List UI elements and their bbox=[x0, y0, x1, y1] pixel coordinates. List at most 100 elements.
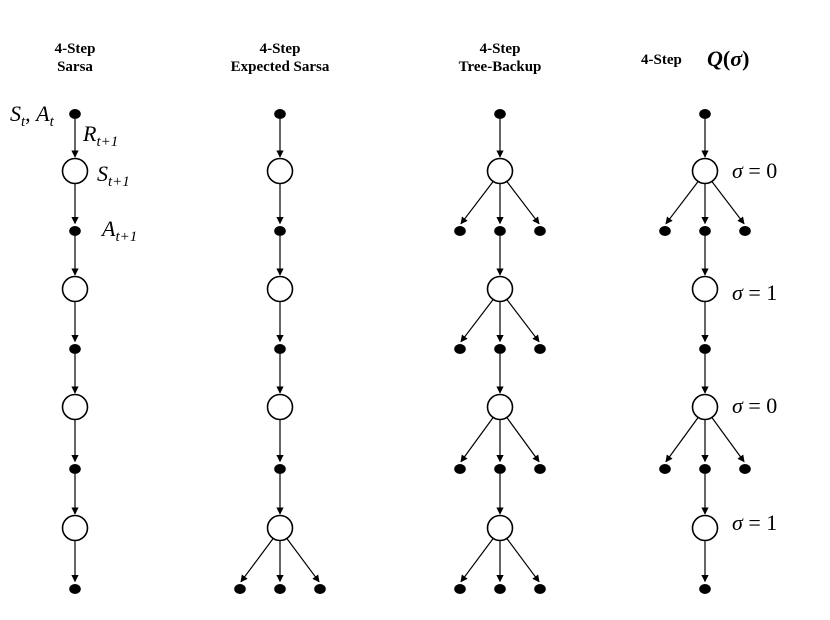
diagram-nodes bbox=[61, 109, 751, 594]
tree-backup-fan-action-right-3 bbox=[534, 464, 546, 474]
label-r-sub: t+1 bbox=[96, 134, 118, 150]
sigma-value-4: 1 bbox=[766, 510, 777, 535]
q-sigma-title-symbol: Q(σ) bbox=[707, 46, 749, 71]
expected-sarsa-state-node-1 bbox=[266, 157, 294, 185]
tree-backup-fan-action-left-4 bbox=[454, 584, 466, 594]
expected-sarsa-action-node-final bbox=[274, 584, 286, 594]
tree-backup-edge-fan-left-3 bbox=[460, 417, 494, 463]
sarsa-state-node-4 bbox=[61, 514, 89, 542]
sarsa-state-node-2 bbox=[61, 275, 89, 303]
tree-backup-fan-action-right-2 bbox=[534, 344, 546, 354]
expected-sarsa-fan-action-right-4 bbox=[314, 584, 326, 594]
q-sigma-action-node-3 bbox=[699, 344, 711, 354]
q-arg-sigma: σ bbox=[730, 46, 743, 71]
tree-backup-edge-fan-right-3 bbox=[506, 417, 540, 463]
sigma-rel-1: = bbox=[743, 158, 766, 183]
tree-backup-state-node-3 bbox=[486, 393, 514, 421]
q-sigma-fan-action-right-1 bbox=[739, 226, 751, 236]
sigma-symbol-4: σ bbox=[732, 510, 744, 535]
sigma-label-2: σ = 1 bbox=[732, 280, 777, 305]
q-sigma-fan-action-right-3 bbox=[739, 464, 751, 474]
label-s1-sub: t+1 bbox=[108, 174, 130, 190]
sarsa-state-node-1 bbox=[61, 157, 89, 185]
tree-backup-title-line2: Tree-Backup bbox=[459, 59, 542, 75]
tree-backup-state-node-4 bbox=[486, 514, 514, 542]
sarsa-action-node-2 bbox=[69, 226, 81, 236]
tree-backup-fan-action-left-1 bbox=[454, 226, 466, 236]
label-r: R bbox=[82, 121, 97, 146]
q-open-paren: ( bbox=[723, 46, 730, 71]
expected-sarsa-state-node-2 bbox=[266, 275, 294, 303]
q-sigma-state-node-3 bbox=[691, 393, 719, 421]
q-sigma-action-node-2 bbox=[699, 226, 711, 236]
q-sigma-edge-fan-right-1 bbox=[711, 181, 745, 225]
tree-backup-edge-fan-left-2 bbox=[460, 299, 494, 343]
sigma-value-3: 0 bbox=[766, 393, 777, 418]
sarsa-title-line1: 4-Step bbox=[55, 41, 96, 57]
q-sigma-state-node-2 bbox=[691, 275, 719, 303]
sarsa-action-node-final bbox=[69, 584, 81, 594]
tree-backup-edge-fan-right-1 bbox=[506, 181, 540, 225]
label-a1: A bbox=[100, 216, 116, 241]
q-close-paren: ) bbox=[742, 46, 749, 71]
tree-backup-edge-fan-right-2 bbox=[506, 299, 540, 343]
label-s-t-a-t: St, At bbox=[10, 101, 55, 130]
q-sigma-title-prefix: 4-Step bbox=[641, 52, 682, 68]
q-sigma-edge-fan-left-1 bbox=[665, 181, 699, 225]
expected-sarsa-action-node-1 bbox=[274, 109, 286, 119]
tree-backup-action-node-final bbox=[494, 584, 506, 594]
sigma-label-3: σ = 0 bbox=[732, 393, 777, 418]
q-symbol: Q bbox=[707, 46, 723, 71]
expected-sarsa-action-node-4 bbox=[274, 464, 286, 474]
sigma-symbol-1: σ bbox=[732, 158, 744, 183]
q-sigma-fan-action-left-1 bbox=[659, 226, 671, 236]
sarsa-action-node-4 bbox=[69, 464, 81, 474]
sarsa-action-node-3 bbox=[69, 344, 81, 354]
sigma-value-2: 1 bbox=[766, 280, 777, 305]
tree-backup-edge-fan-left-4 bbox=[460, 538, 494, 583]
expected-sarsa-fan-action-left-4 bbox=[234, 584, 246, 594]
tree-backup-fan-action-right-4 bbox=[534, 584, 546, 594]
tree-backup-fan-action-left-3 bbox=[454, 464, 466, 474]
tree-backup-state-node-1 bbox=[486, 157, 514, 185]
label-a: A bbox=[34, 101, 50, 126]
tree-backup-state-node-2 bbox=[486, 275, 514, 303]
tree-backup-action-node-4 bbox=[494, 464, 506, 474]
sarsa-state-node-3 bbox=[61, 393, 89, 421]
tree-backup-title-line1: 4-Step bbox=[480, 41, 521, 57]
sigma-rel-2: = bbox=[743, 280, 766, 305]
label-a1-sub: t+1 bbox=[115, 229, 137, 245]
label-s-t1: St+1 bbox=[97, 161, 130, 190]
expected-sarsa-title-line1: 4-Step bbox=[260, 41, 301, 57]
label-s: S bbox=[10, 101, 21, 126]
expected-sarsa-state-node-4 bbox=[266, 514, 294, 542]
label-a-t1: At+1 bbox=[100, 216, 137, 245]
label-a-sub: t bbox=[50, 114, 55, 130]
sigma-value-1: 0 bbox=[766, 158, 777, 183]
label-r-t1: Rt+1 bbox=[82, 121, 118, 150]
tree-backup-edge-fan-left-1 bbox=[460, 181, 494, 225]
expected-sarsa-edge-fan-right-4 bbox=[286, 538, 320, 583]
q-sigma-action-node-1 bbox=[699, 109, 711, 119]
q-sigma-state-node-4 bbox=[691, 514, 719, 542]
tree-backup-action-node-3 bbox=[494, 344, 506, 354]
tree-backup-fan-action-left-2 bbox=[454, 344, 466, 354]
sigma-symbol-2: σ bbox=[732, 280, 744, 305]
tree-backup-action-node-1 bbox=[494, 109, 506, 119]
sigma-label-1: σ = 0 bbox=[732, 158, 777, 183]
tree-backup-fan-action-right-1 bbox=[534, 226, 546, 236]
sigma-rel-3: = bbox=[743, 393, 766, 418]
tree-backup-edge-fan-right-4 bbox=[506, 538, 540, 583]
label-comma: , bbox=[25, 101, 36, 126]
sigma-label-4: σ = 1 bbox=[732, 510, 777, 535]
sigma-rel-4: = bbox=[743, 510, 766, 535]
q-sigma-action-node-final bbox=[699, 584, 711, 594]
q-sigma-edge-fan-left-3 bbox=[665, 417, 699, 463]
q-sigma-edge-fan-right-3 bbox=[711, 417, 745, 463]
expected-sarsa-action-node-2 bbox=[274, 226, 286, 236]
label-s1: S bbox=[97, 161, 108, 186]
sarsa-action-node-1 bbox=[69, 109, 81, 119]
expected-sarsa-state-node-3 bbox=[266, 393, 294, 421]
q-sigma-fan-action-left-3 bbox=[659, 464, 671, 474]
